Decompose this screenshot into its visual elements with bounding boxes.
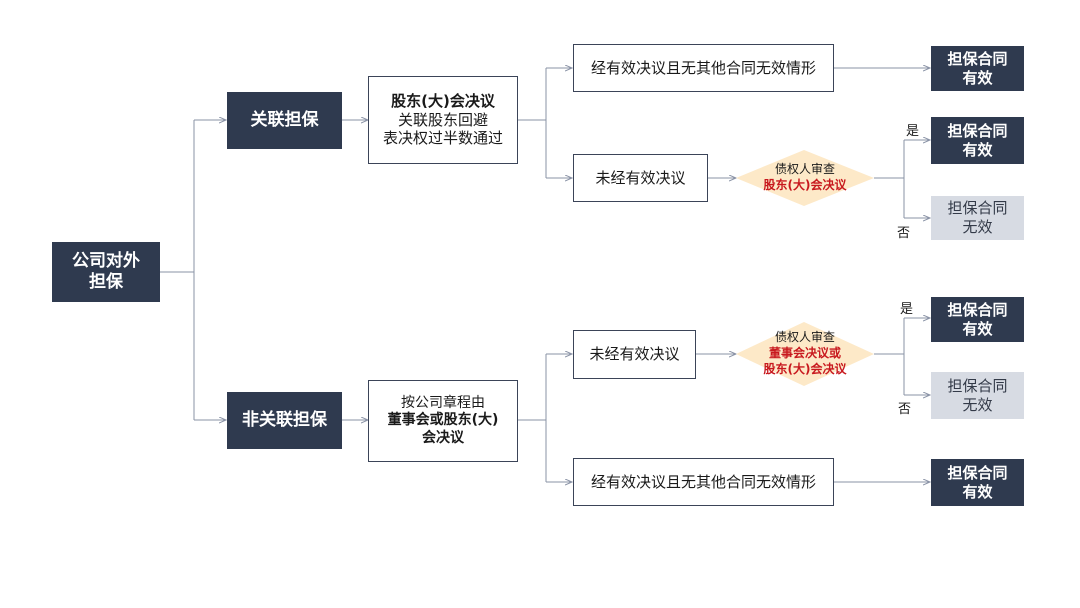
result-line2: 有效 — [962, 68, 993, 87]
related-novalid-box: 未经有效决议 — [573, 154, 708, 202]
related-result-valid-1: 担保合同 有效 — [931, 46, 1024, 91]
result-line1: 担保合同 — [947, 121, 1008, 140]
related-resolution-line2: 关联股东回避 — [397, 110, 488, 129]
related-result-valid-2: 担保合同 有效 — [931, 117, 1024, 164]
nonrelated-yes-label: 是 — [900, 302, 914, 317]
review-diamond-related — [736, 150, 874, 206]
related-no-label: 否 — [897, 226, 911, 241]
related-resolution-line3: 表决权过半数通过 — [382, 129, 503, 148]
related-yes-label: 是 — [906, 124, 920, 139]
nonrelated-review-line1: 债权人审查 — [774, 330, 835, 344]
related-review-line1: 债权人审查 — [774, 162, 835, 176]
nonrelated-result-valid-1: 担保合同 有效 — [931, 297, 1024, 342]
result-line2: 有效 — [962, 140, 993, 159]
result-line1: 担保合同 — [947, 199, 1008, 218]
related-result-invalid: 担保合同 无效 — [931, 196, 1024, 240]
review-diamond-nonrelated — [736, 322, 874, 386]
nonrelated-novalid-box: 未经有效决议 — [573, 330, 696, 379]
related-guarantee-node: 关联担保 — [227, 92, 342, 149]
root-line1: 公司对外 — [72, 250, 140, 271]
related-valid-box: 经有效决议且无其他合同无效情形 — [573, 44, 834, 92]
related-label: 关联担保 — [250, 109, 319, 130]
result-line2: 有效 — [962, 482, 993, 501]
result-line1: 担保合同 — [947, 463, 1008, 482]
nonrelated-result-invalid: 担保合同 无效 — [931, 372, 1024, 419]
result-line2: 无效 — [962, 218, 993, 236]
nonrelated-guarantee-node: 非关联担保 — [227, 392, 342, 449]
nonrelated-resolution-line2: 董事会或股东(大) — [387, 412, 499, 429]
nonrelated-resolution-box: 按公司章程由 董事会或股东(大) 会决议 — [368, 380, 518, 462]
nonrelated-review-line3: 股东(大)会决议 — [763, 362, 847, 377]
result-line1: 担保合同 — [947, 376, 1008, 395]
nonrelated-resolution-line1: 按公司章程由 — [401, 394, 485, 411]
related-valid-text: 经有效决议且无其他合同无效情形 — [590, 58, 816, 77]
related-resolution-line1: 股东(大)会决议 — [391, 91, 495, 110]
related-resolution-box: 股东(大)会决议 关联股东回避 表决权过半数通过 — [368, 76, 518, 164]
nonrelated-resolution-line3: 会决议 — [422, 429, 464, 446]
nonrelated-valid-text: 经有效决议且无其他合同无效情形 — [590, 472, 816, 491]
nonrelated-result-valid-2: 担保合同 有效 — [931, 459, 1024, 506]
result-line1: 担保合同 — [947, 49, 1008, 68]
nonrelated-review-text: 债权人审查 董事会决议或 股东(大)会决议 — [736, 329, 874, 378]
result-line2: 有效 — [962, 319, 993, 338]
related-review-text: 债权人审查 股东(大)会决议 — [736, 161, 874, 193]
related-novalid-text: 未经有效决议 — [595, 168, 686, 187]
root-node: 公司对外 担保 — [52, 242, 160, 302]
nonrelated-review-line2: 董事会决议或 — [768, 346, 841, 361]
result-line2: 无效 — [962, 395, 993, 414]
nonrelated-no-label: 否 — [898, 402, 912, 417]
result-line1: 担保合同 — [947, 300, 1008, 319]
root-line2: 担保 — [89, 272, 123, 292]
nonrelated-valid-box: 经有效决议且无其他合同无效情形 — [573, 458, 834, 506]
nonrelated-novalid-text: 未经有效决议 — [589, 345, 680, 364]
nonrelated-label: 非关联担保 — [242, 409, 327, 430]
related-review-line2: 股东(大)会决议 — [763, 178, 847, 193]
